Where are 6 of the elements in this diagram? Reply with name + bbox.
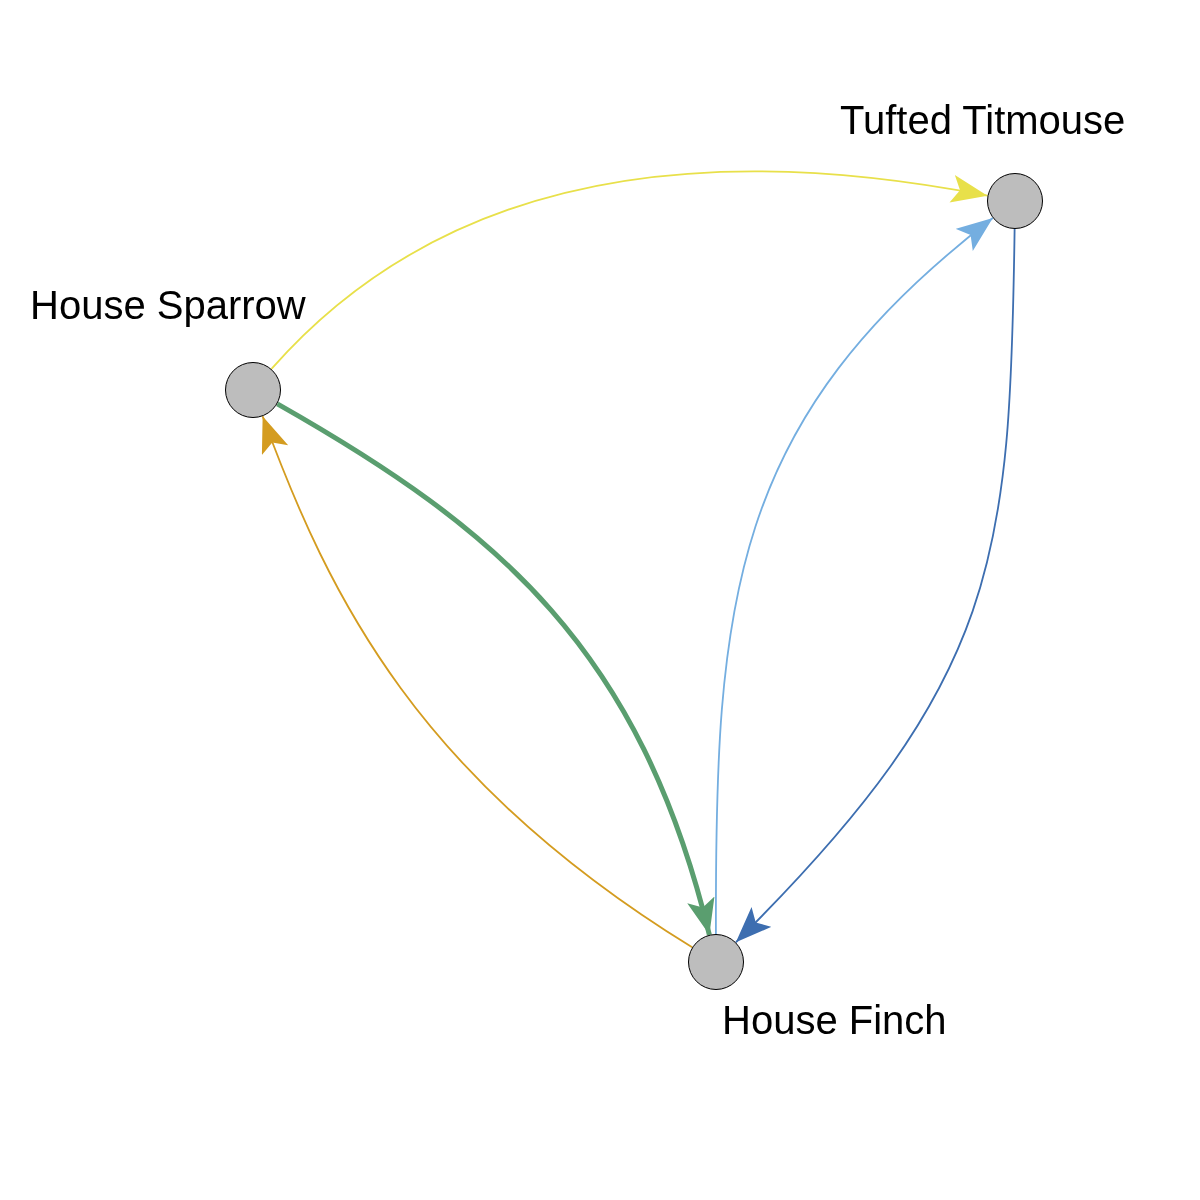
- arrow: [734, 228, 1016, 944]
- arrow: [715, 217, 994, 935]
- node-label: House Finch: [722, 1000, 947, 1040]
- arrow: [270, 170, 989, 370]
- node-label: Tufted Titmouse: [840, 100, 1126, 140]
- node-label: House Sparrow: [30, 285, 306, 325]
